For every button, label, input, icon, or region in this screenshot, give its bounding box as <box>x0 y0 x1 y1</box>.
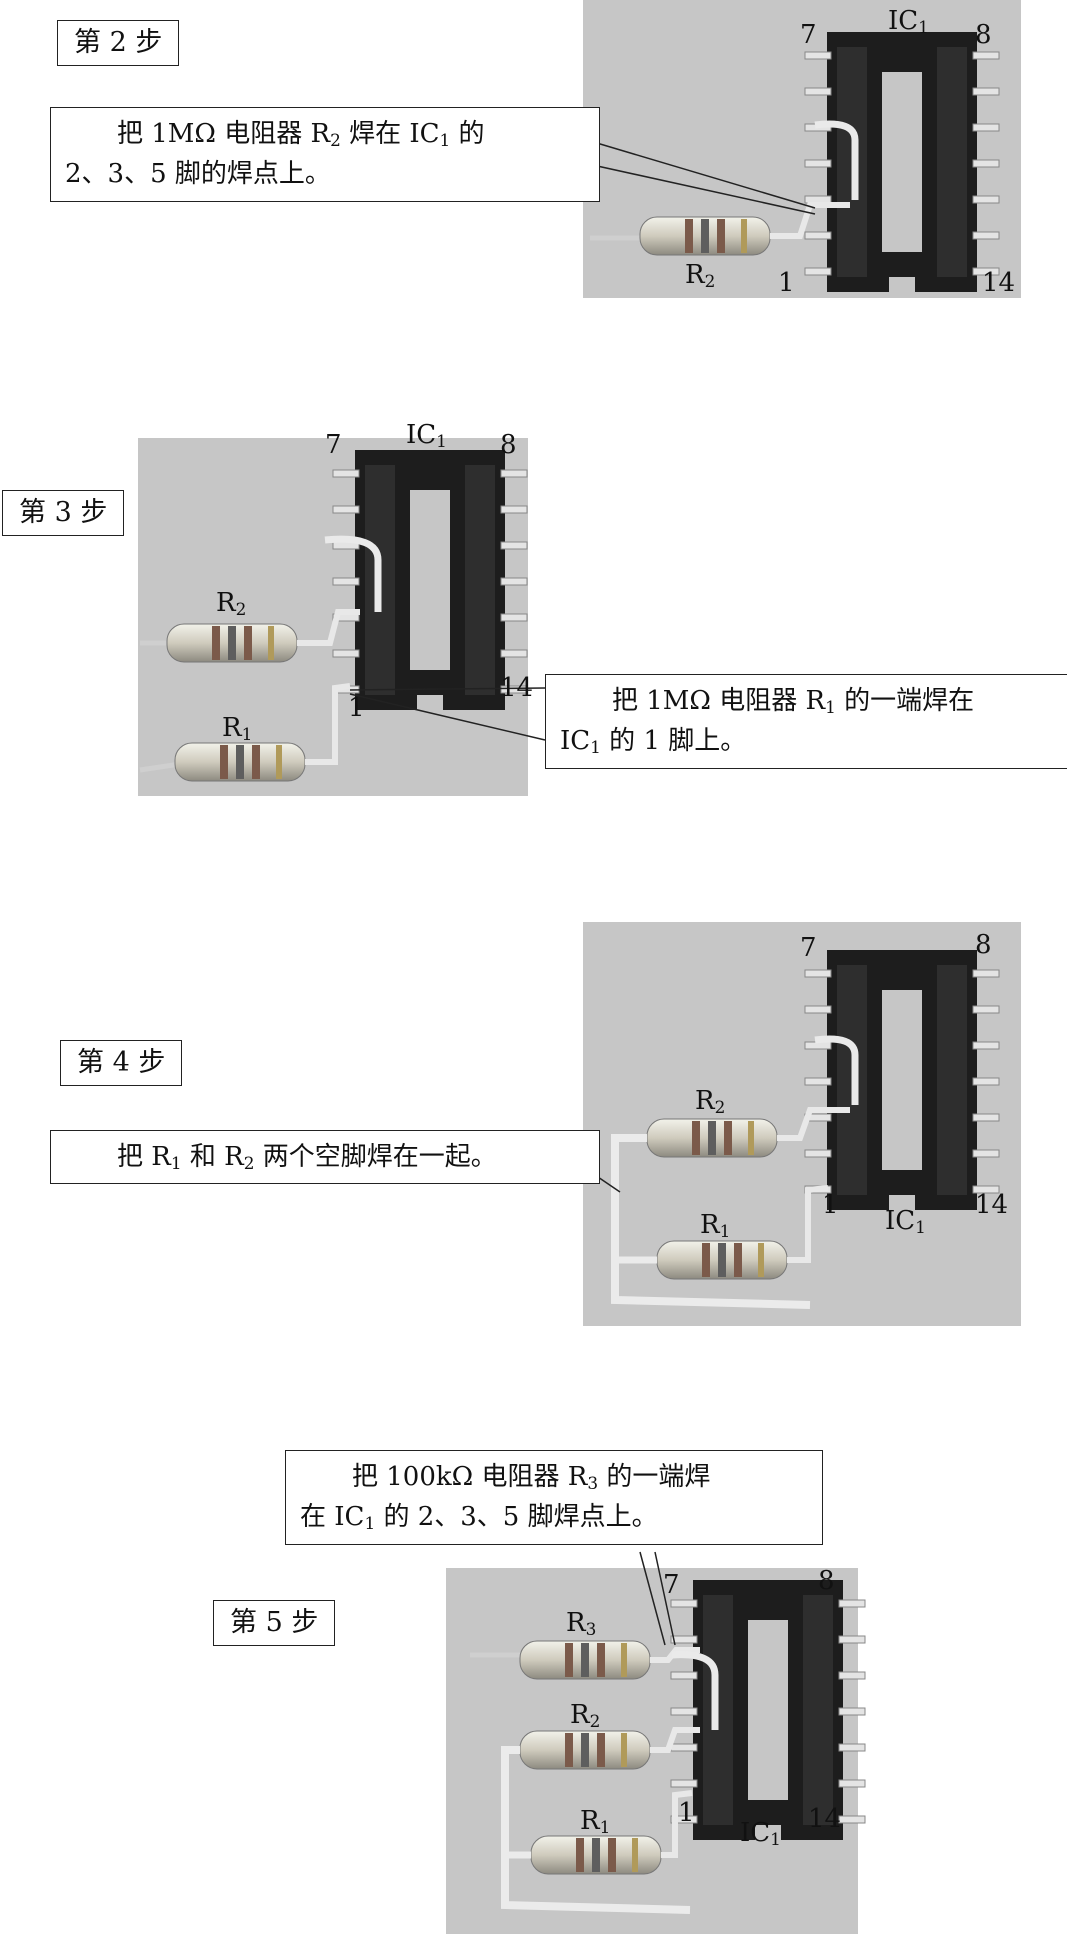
step3-r1-label: R1 <box>222 713 253 745</box>
step2-pin-7: 7 <box>800 20 817 50</box>
step5-ic-label: IC1 <box>740 1818 781 1850</box>
step3-pin-8: 8 <box>500 430 517 460</box>
step2-ic-label: IC1 <box>888 6 929 38</box>
step3-pin-7: 7 <box>325 430 342 460</box>
step5-r1-label: R1 <box>580 1806 611 1838</box>
step4-pin-7: 7 <box>800 933 817 963</box>
step5-ic-socket <box>670 1579 866 1841</box>
step2-ic-socket <box>804 31 1000 293</box>
step5-pin-14: 14 <box>808 1804 842 1834</box>
step4-ic-socket <box>804 949 1000 1211</box>
step3-instruction: 把 1MΩ 电阻器 R1 的一端焊在 IC1 的 1 脚上。 <box>545 674 1067 769</box>
step4-resistor-r1 <box>656 1240 788 1280</box>
step4-r1-label: R1 <box>700 1210 731 1242</box>
step2-pin-14: 14 <box>982 268 1016 298</box>
step2-pin-1: 1 <box>778 268 795 298</box>
step4-pin-1: 1 <box>822 1190 839 1220</box>
step4-pin-14: 14 <box>975 1190 1009 1220</box>
step5-instruction: 把 100kΩ 电阻器 R3 的一端焊 在 IC1 的 2、3、5 脚焊点上。 <box>285 1450 823 1545</box>
step2-pin-8: 8 <box>975 20 992 50</box>
step5-resistor-r2 <box>519 1730 651 1770</box>
step5-r2-label: R2 <box>570 1700 601 1732</box>
step4-r2-label: R2 <box>695 1086 726 1118</box>
step3-ic-label: IC1 <box>406 420 447 452</box>
step3-resistor-r2 <box>166 623 298 663</box>
step5-pin-7: 7 <box>663 1570 680 1600</box>
step4-instruction: 把 R1 和 R2 两个空脚焊在一起。 <box>50 1130 600 1185</box>
step5-pin-1: 1 <box>678 1798 695 1828</box>
step5-resistor-r1 <box>530 1835 662 1875</box>
step3-r2-label: R2 <box>216 588 247 620</box>
step4-pin-8: 8 <box>975 930 992 960</box>
step4-ic-label: IC1 <box>885 1206 926 1238</box>
step4-label: 第 4 步 <box>60 1040 183 1087</box>
step2-label: 第 2 步 <box>57 20 180 67</box>
step5-pin-8: 8 <box>818 1566 835 1596</box>
step2-r2-label: R2 <box>685 260 716 292</box>
step5-r3-label: R3 <box>566 1608 597 1640</box>
step3-resistor-r1 <box>174 742 306 782</box>
step3-ic-socket <box>332 449 528 711</box>
step4-resistor-r2 <box>646 1118 778 1158</box>
step3-label: 第 3 步 <box>2 490 125 537</box>
step5-resistor-r3 <box>519 1640 651 1680</box>
step2-instruction: 把 1MΩ 电阻器 R2 焊在 IC1 的 2、3、5 脚的焊点上。 <box>50 107 600 202</box>
step3-pin-14: 14 <box>500 673 534 703</box>
step5-label: 第 5 步 <box>213 1600 336 1647</box>
step3-pin-1: 1 <box>348 693 365 723</box>
step2-resistor-r2 <box>639 216 771 256</box>
